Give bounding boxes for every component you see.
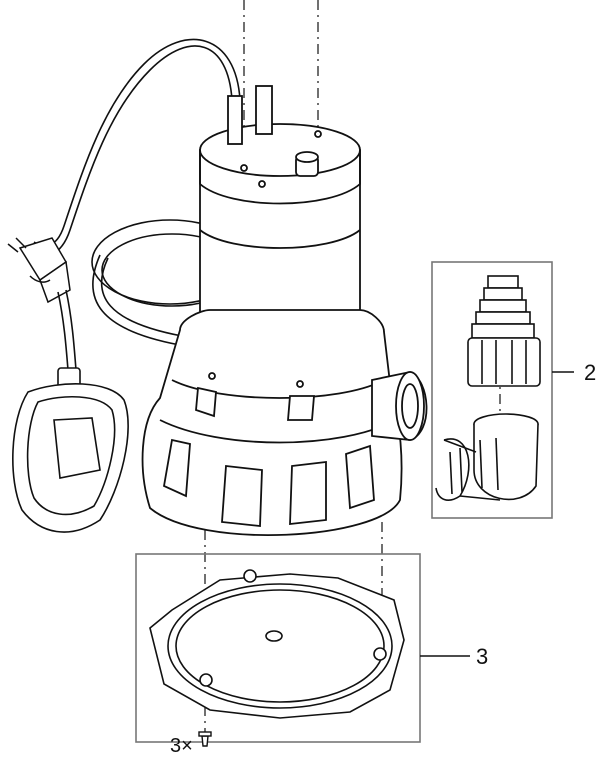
callout-part-2: 2 [584,360,596,385]
screw-icon [198,731,212,747]
hose-connector [467,275,541,387]
float-switch-cable [57,289,77,371]
base-plate [149,569,405,719]
callout-screw-quantity: 3× [170,735,193,757]
float-switch [12,367,129,533]
part-2-box [431,261,574,519]
callout-part-3: 3 [476,644,488,669]
elbow-fitting [435,413,539,501]
pump-body [141,85,428,537]
power-plug-icon [7,237,71,304]
part-3-box [135,553,470,743]
